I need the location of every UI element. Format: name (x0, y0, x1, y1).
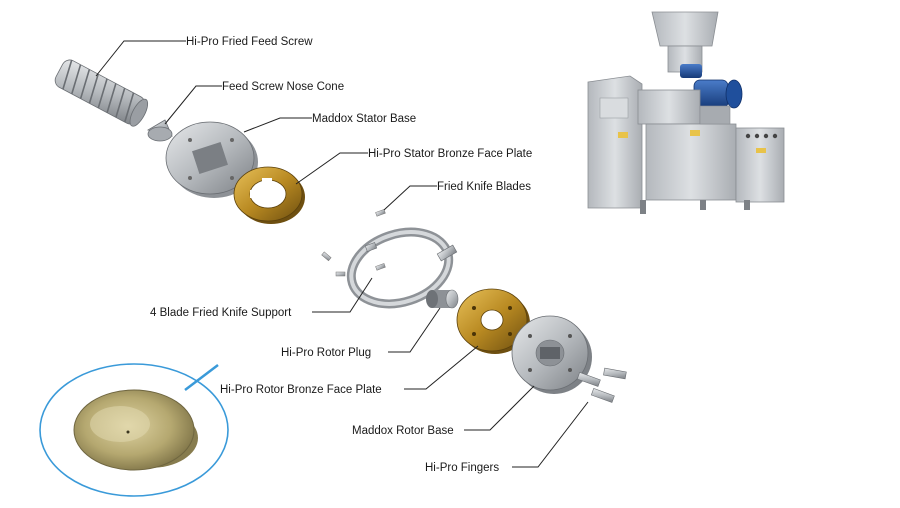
label-fingers: Hi-Pro Fingers (425, 462, 499, 474)
nose-cone-part (148, 120, 172, 141)
leader-stator-face-plate (296, 153, 368, 184)
leader-rotor-plug (388, 308, 440, 352)
label-rotor-base: Maddox Rotor Base (352, 425, 454, 437)
label-rotor-plug: Hi-Pro Rotor Plug (281, 347, 371, 359)
label-knife-blades: Fried Knife Blades (437, 181, 531, 193)
label-nose-cone: Feed Screw Nose Cone (222, 81, 344, 93)
label-feed-screw: Hi-Pro Fried Feed Screw (186, 36, 313, 48)
label-stator-face-plate: Hi-Pro Stator Bronze Face Plate (368, 148, 532, 160)
rotor-base-part (512, 316, 592, 394)
extruder-machine-image (588, 12, 784, 214)
part-labels: Hi-Pro Fried Feed Screw Feed Screw Nose … (150, 36, 532, 474)
leader-feed-screw (96, 41, 186, 76)
leader-stator-base (244, 118, 312, 132)
label-rotor-face-plate: Hi-Pro Rotor Bronze Face Plate (220, 384, 382, 396)
rotor-plug-part (426, 290, 458, 308)
label-knife-support: 4 Blade Fried Knife Support (150, 307, 292, 319)
leader-rotor-base (464, 386, 534, 430)
stator-bronze-face-plate-part (234, 167, 305, 224)
leader-rotor-face-plate (404, 346, 478, 389)
label-stator-base: Maddox Stator Base (312, 113, 416, 125)
feed-screw-part (52, 57, 151, 129)
leader-knife-blades (384, 186, 437, 210)
leader-nose-cone (165, 86, 222, 124)
rotor-plug-detail-callout (40, 364, 228, 496)
leader-fingers (512, 402, 588, 467)
